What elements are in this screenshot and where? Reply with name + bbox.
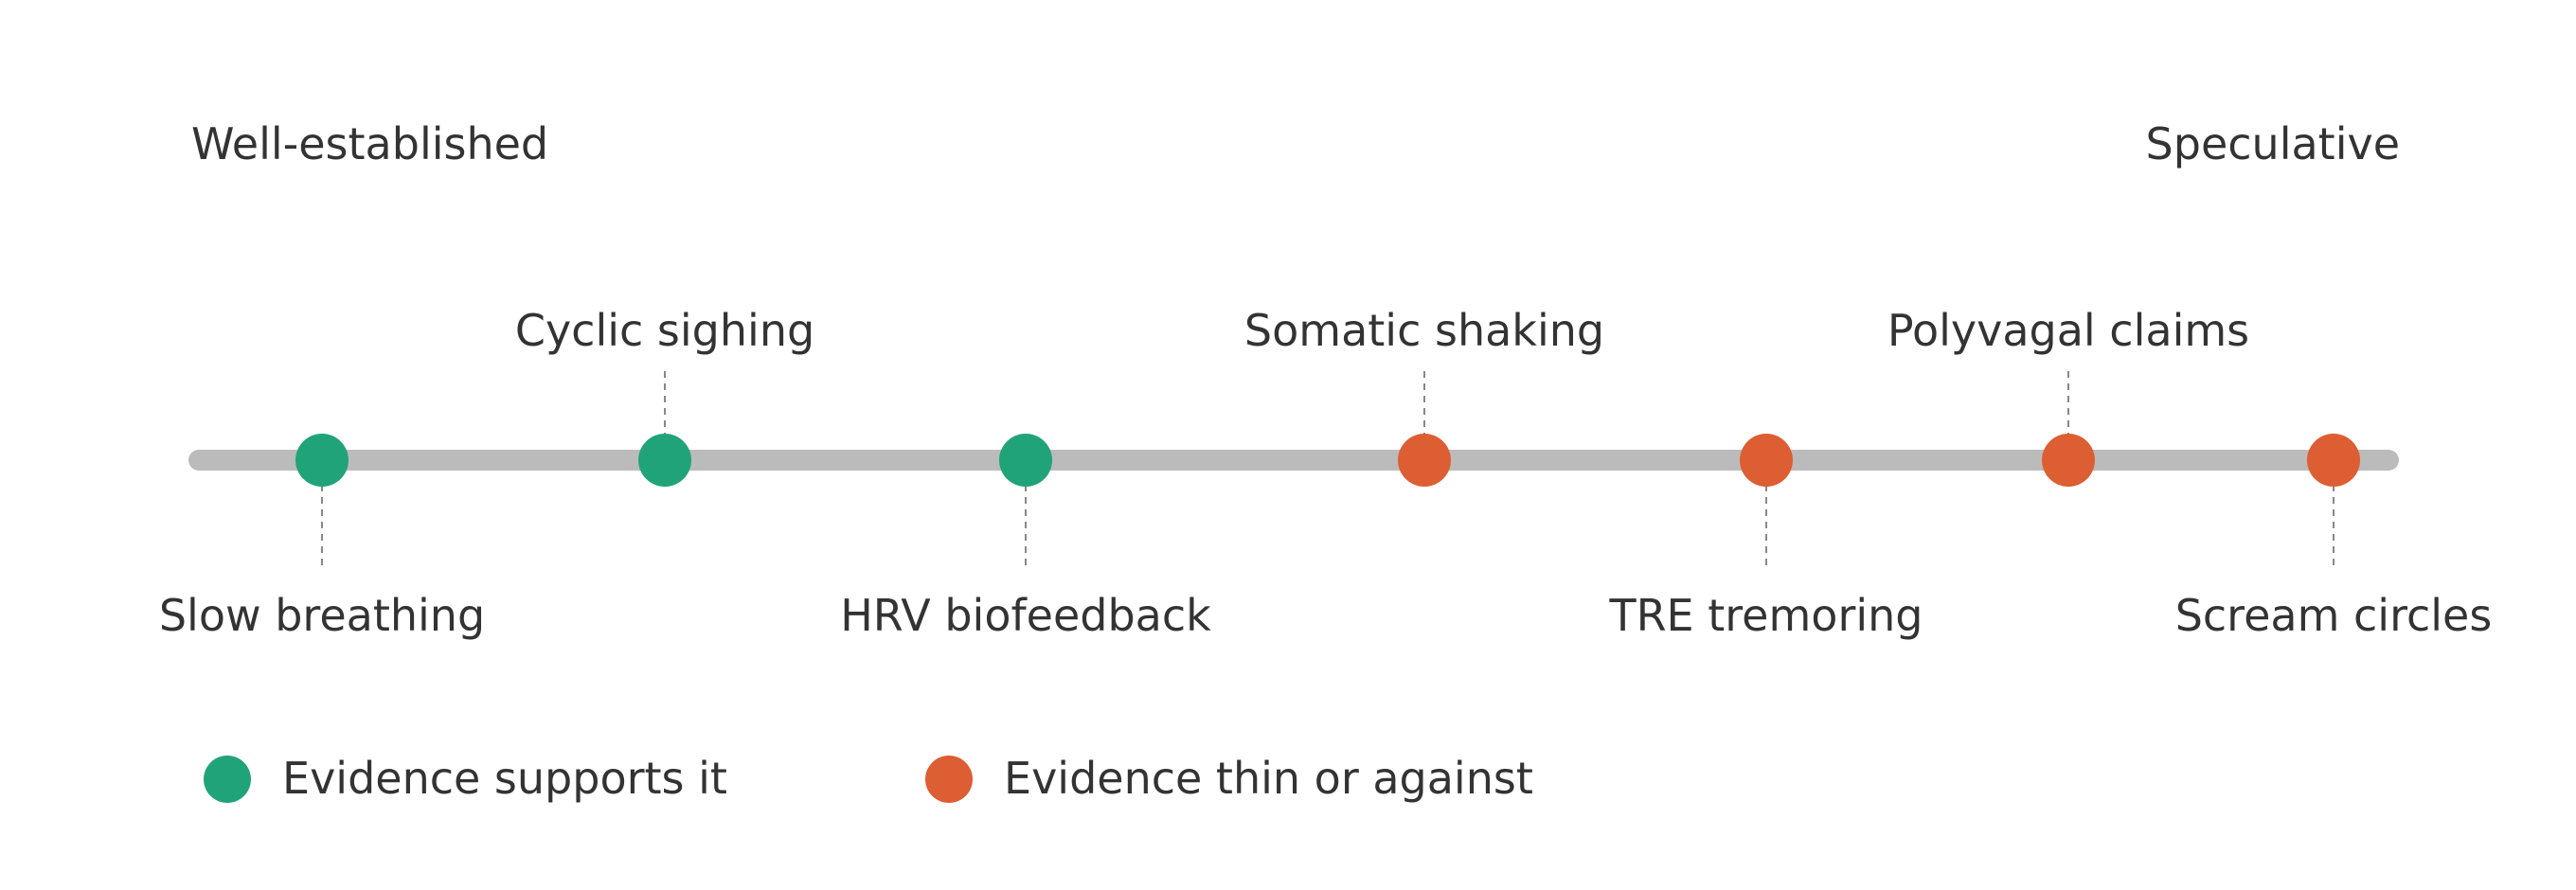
spectrum-left-label: Well-established bbox=[191, 118, 548, 169]
marker-tre-tremoring bbox=[1740, 434, 1793, 487]
marker-group bbox=[295, 434, 2360, 487]
legend-thin-label: Evidence thin or against bbox=[1004, 753, 1533, 804]
marker-hrv-biofeedback bbox=[999, 434, 1052, 487]
item-label-somatic-shaking: Somatic shaking bbox=[1244, 305, 1604, 356]
marker-polyvagal-claims bbox=[2042, 434, 2095, 487]
legend-thin-dot bbox=[925, 756, 973, 803]
marker-scream-circles bbox=[2307, 434, 2360, 487]
item-label-scream-circles: Scream circles bbox=[2175, 590, 2493, 641]
item-label-polyvagal-claims: Polyvagal claims bbox=[1887, 305, 2249, 356]
item-label-cyclic-sighing: Cyclic sighing bbox=[515, 305, 814, 356]
spectrum-right-label: Speculative bbox=[2146, 118, 2400, 169]
item-label-slow-breathing: Slow breathing bbox=[159, 590, 485, 641]
marker-cyclic-sighing bbox=[638, 434, 691, 487]
item-label-hrv-biofeedback: HRV biofeedback bbox=[840, 590, 1211, 641]
legend: Evidence supports it Evidence thin or ag… bbox=[204, 753, 1533, 804]
legend-supported-dot bbox=[204, 756, 251, 803]
marker-somatic-shaking bbox=[1398, 434, 1451, 487]
item-label-tre-tremoring: TRE tremoring bbox=[1609, 590, 1923, 641]
legend-supported-label: Evidence supports it bbox=[282, 753, 727, 804]
marker-slow-breathing bbox=[295, 434, 349, 487]
